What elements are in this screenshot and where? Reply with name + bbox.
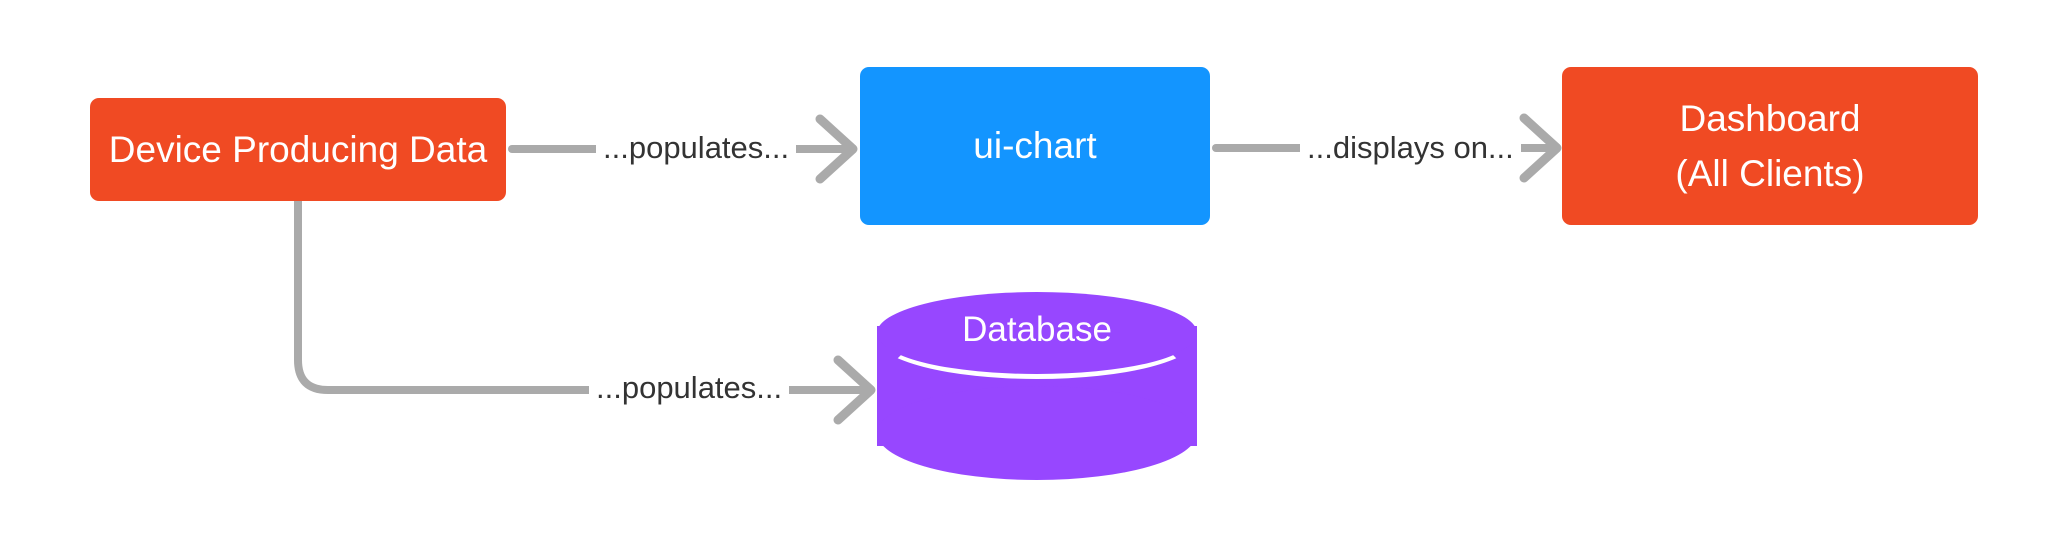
node-device-producing-data-label: Device Producing Data (108, 128, 488, 170)
edge-line-device-to-database-elbow (294, 197, 596, 394)
node-device-producing-data[interactable]: Device Producing Data (90, 98, 506, 201)
edge-label-device-to-database: ...populates... (589, 370, 790, 406)
node-database[interactable]: Database (877, 292, 1197, 480)
node-ui-chart[interactable]: ui-chart (860, 67, 1210, 225)
database-cylinder-rim (877, 297, 1197, 379)
database-cylinder-bottom-cap (877, 386, 1197, 480)
arrowhead-uichart-to-dashboard (1519, 113, 1562, 183)
arrowhead-device-to-database (833, 355, 876, 425)
node-dashboard-label: Dashboard (All Clients) (1562, 91, 1978, 202)
arrowhead-device-to-uichart (815, 114, 858, 184)
node-dashboard-label-line2: (All Clients) (1675, 153, 1865, 194)
edge-label-device-to-uichart: ...populates... (596, 130, 797, 166)
node-dashboard-label-line1: Dashboard (1679, 97, 1861, 139)
node-database-label: Database (962, 310, 1112, 349)
edge-label-uichart-to-dashboard: ...displays on... (1300, 130, 1521, 166)
node-dashboard[interactable]: Dashboard (All Clients) (1562, 67, 1978, 225)
node-ui-chart-label: ui-chart (973, 125, 1097, 167)
